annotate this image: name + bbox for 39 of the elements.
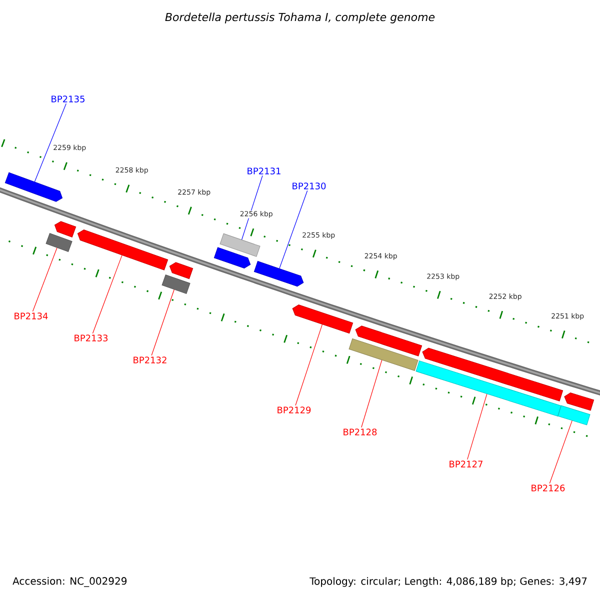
gene-feature (4, 172, 63, 202)
gene-feature (564, 392, 594, 411)
gene-label: BP2129 (278, 406, 311, 414)
gene-label: BP2132 (134, 356, 166, 364)
gene-feature (54, 221, 76, 238)
leader-line (151, 289, 174, 356)
gene-label: BP2127 (450, 460, 482, 468)
gene-feature (254, 261, 304, 287)
leader-line (34, 103, 66, 182)
gene-feature (416, 360, 562, 416)
title: Bordetella pertussis Tohama I, complete genome (165, 12, 435, 24)
gene-feature (77, 230, 168, 270)
gene-feature (348, 338, 418, 371)
leader-line (361, 360, 382, 428)
gene-feature (292, 304, 354, 334)
leader-line (242, 175, 263, 240)
gene-label: BP2126 (532, 484, 565, 492)
leader-line (279, 190, 308, 269)
gene-feature (220, 233, 260, 257)
gene-feature (162, 274, 190, 294)
leader-line (32, 248, 58, 312)
gene-feature (558, 405, 590, 426)
gene-feature (169, 262, 194, 280)
leader-line (549, 420, 572, 484)
footer-text: Accession: NC_002929 (12, 577, 127, 587)
leader-line (467, 394, 488, 460)
leader-line (92, 255, 122, 334)
leader-line (295, 324, 322, 406)
gene-label: BP2130 (292, 182, 326, 190)
gene-label: BP2133 (74, 334, 108, 342)
gene-label: BP2135 (52, 96, 84, 102)
gene-label: BP2131 (248, 168, 280, 174)
gene-label: BP2134 (14, 312, 48, 320)
gene-feature (355, 326, 422, 356)
gene-feature (214, 247, 251, 268)
footer-text: Topology: circular; Length: 4,086,189 bp; Genes: 3,497 (310, 577, 587, 587)
gene-feature (46, 233, 72, 252)
gene-label: BP2128 (344, 428, 377, 436)
gene-feature (422, 348, 564, 402)
